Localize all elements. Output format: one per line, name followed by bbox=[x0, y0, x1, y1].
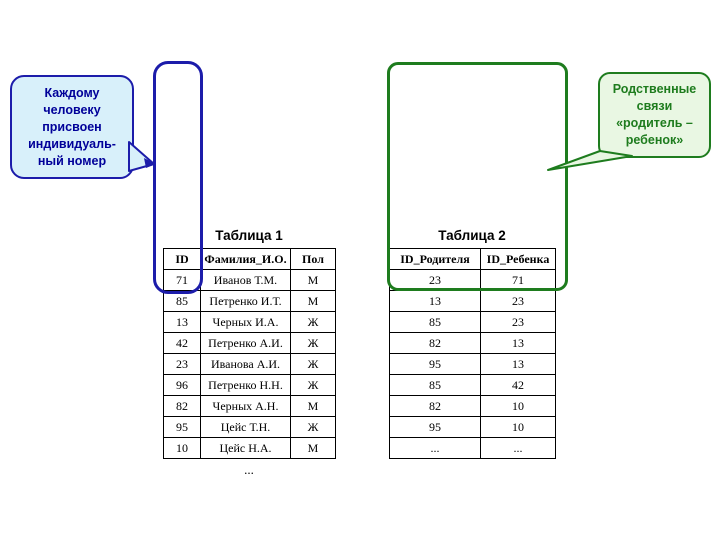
table-cell: М bbox=[290, 395, 336, 417]
callout-individual-number-text: Каждому человеку присвоен индивидуаль- н… bbox=[28, 85, 116, 168]
table-cell: 10 bbox=[480, 395, 556, 417]
table-cell: 23 bbox=[163, 353, 201, 375]
callout-parent-child-relations-text: Родственные связи «родитель – ребенок» bbox=[612, 82, 697, 147]
table-cell: М bbox=[290, 290, 336, 312]
table-cell: 71 bbox=[480, 269, 556, 291]
table-cell: 23 bbox=[480, 290, 556, 312]
table-cell: ... bbox=[480, 437, 556, 459]
table-cell: Ж bbox=[290, 332, 336, 354]
table-cell: 95 bbox=[389, 353, 481, 375]
table-cell: Цейс Т.Н. bbox=[200, 416, 291, 438]
table-cell: М bbox=[290, 269, 336, 291]
table-cell: 95 bbox=[389, 416, 481, 438]
table-cell: Ж bbox=[290, 311, 336, 333]
table-cell: 96 bbox=[163, 374, 201, 396]
table-cell: 23 bbox=[480, 311, 556, 333]
table-cell: 13 bbox=[163, 311, 201, 333]
column-header: Фамилия_И.О. bbox=[200, 248, 291, 270]
left-callout-arrowhead-icon bbox=[144, 158, 156, 168]
table-cell: Петренко И.Т. bbox=[200, 290, 291, 312]
column-header: Пол bbox=[290, 248, 336, 270]
table-cell: 85 bbox=[389, 374, 481, 396]
table-cell: 71 bbox=[163, 269, 201, 291]
table-cell: Ж bbox=[290, 416, 336, 438]
table-cell: 23 bbox=[389, 269, 481, 291]
table1-title: Таблица 1 bbox=[215, 228, 283, 243]
table-cell: 95 bbox=[163, 416, 201, 438]
table-cell: Ж bbox=[290, 374, 336, 396]
table-cell: Цейс Н.А. bbox=[200, 437, 291, 459]
column-header: ID bbox=[163, 248, 201, 270]
table-cell: 82 bbox=[389, 332, 481, 354]
table-cell: Иванова А.И. bbox=[200, 353, 291, 375]
table-cell: 42 bbox=[480, 374, 556, 396]
table-cell: Ж bbox=[290, 353, 336, 375]
table-cell: Иванов Т.М. bbox=[200, 269, 291, 291]
table-cell: 13 bbox=[480, 332, 556, 354]
column-header: ID_Родителя bbox=[389, 248, 481, 270]
column-header: ID_Ребенка bbox=[480, 248, 556, 270]
table-cell: 42 bbox=[163, 332, 201, 354]
table-cell: Черных А.Н. bbox=[200, 395, 291, 417]
table-cell: 85 bbox=[163, 290, 201, 312]
table-cell: 85 bbox=[389, 311, 481, 333]
table-cell: Петренко А.И. bbox=[200, 332, 291, 354]
table-cell: 13 bbox=[480, 353, 556, 375]
table-cell: ... bbox=[389, 437, 481, 459]
table-cell: Петренко Н.Н. bbox=[200, 374, 291, 396]
table-cell: М bbox=[290, 437, 336, 459]
table-cell: 13 bbox=[389, 290, 481, 312]
table-cell: 82 bbox=[389, 395, 481, 417]
table1-ellipsis: ... bbox=[244, 462, 254, 477]
callout-parent-child-relations: Родственные связи «родитель – ребенок» bbox=[598, 72, 711, 158]
callout-individual-number: Каждому человеку присвоен индивидуаль- н… bbox=[10, 75, 134, 179]
table-cell: 10 bbox=[163, 437, 201, 459]
table-cell: Черных И.А. bbox=[200, 311, 291, 333]
table2-title: Таблица 2 bbox=[438, 228, 506, 243]
table-row: ...... bbox=[389, 437, 556, 459]
table-cell: 10 bbox=[480, 416, 556, 438]
table-cell: 82 bbox=[163, 395, 201, 417]
